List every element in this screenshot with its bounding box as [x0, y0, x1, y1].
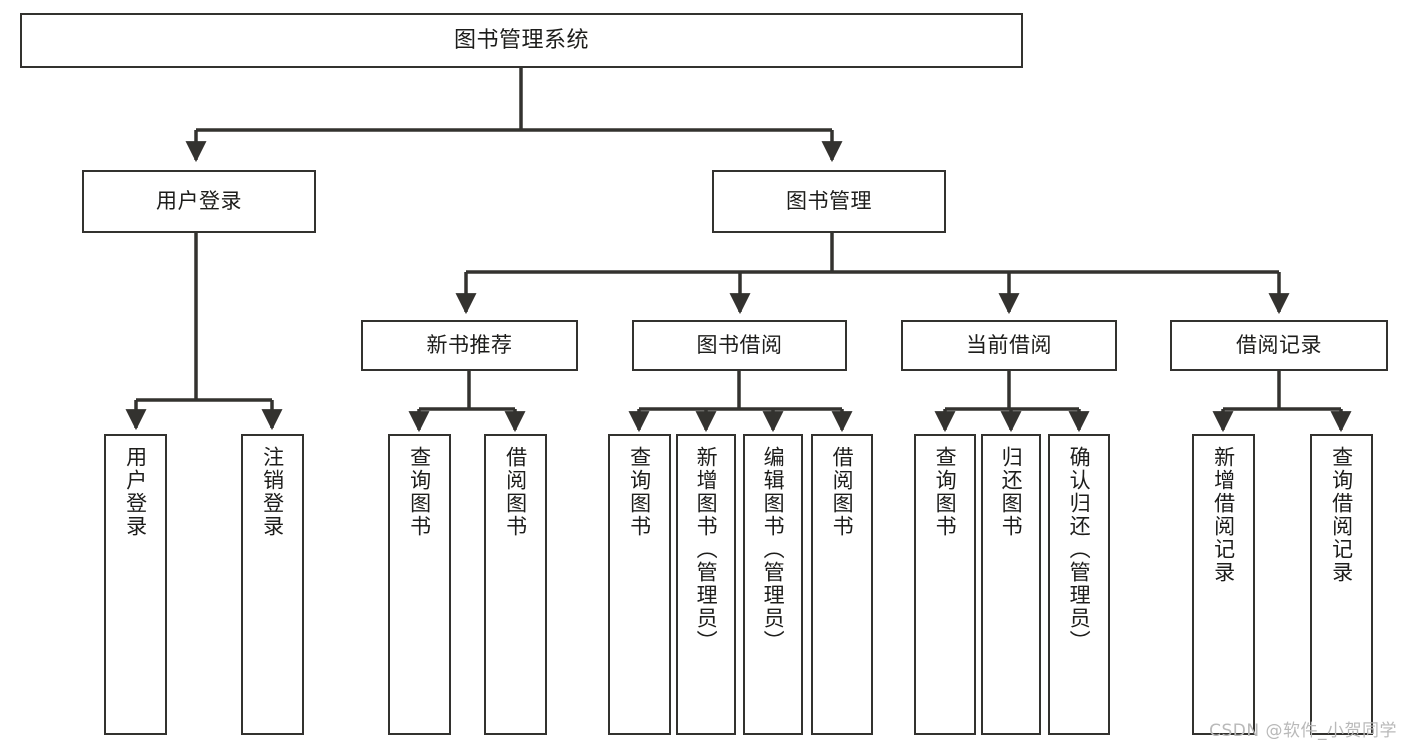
node-label: 用户登录: [123, 446, 148, 538]
node-label: 查询图书: [407, 446, 432, 538]
node-root-book-management-system[interactable]: 图书管理系统: [20, 13, 1023, 68]
node-label: 图书管理: [786, 189, 872, 214]
leaf-borrow-book-borrow[interactable]: 借阅图书: [811, 434, 873, 735]
node-label: 查询图书: [627, 446, 652, 538]
node-current-borrow[interactable]: 当前借阅: [901, 320, 1117, 371]
leaf-confirm-return-admin[interactable]: 确认归还（管理员）: [1048, 434, 1110, 735]
node-borrow-record[interactable]: 借阅记录: [1170, 320, 1388, 371]
leaf-query-book-borrow[interactable]: 查询图书: [608, 434, 671, 735]
leaf-query-book-new-recommend[interactable]: 查询图书: [388, 434, 451, 735]
leaf-edit-book-admin[interactable]: 编辑图书（管理员）: [743, 434, 803, 735]
node-label: 查询图书: [933, 446, 958, 538]
node-book-borrow[interactable]: 图书借阅: [632, 320, 847, 371]
leaf-add-borrow-record[interactable]: 新增借阅记录: [1192, 434, 1255, 735]
node-user-login[interactable]: 用户登录: [82, 170, 316, 233]
node-label: 借阅图书: [503, 446, 528, 538]
node-label: 借阅记录: [1236, 333, 1322, 358]
node-label: 借阅图书: [830, 446, 855, 538]
node-label: 用户登录: [156, 189, 242, 214]
node-label: 新增借阅记录: [1211, 446, 1236, 584]
node-label: 查询借阅记录: [1329, 446, 1354, 584]
node-label: 当前借阅: [966, 333, 1052, 358]
node-label: 编辑图书（管理员）: [761, 446, 786, 653]
leaf-return-book[interactable]: 归还图书: [981, 434, 1041, 735]
node-label: 注销登录: [260, 446, 285, 538]
node-label: 新增图书（管理员）: [694, 446, 719, 653]
leaf-query-book-current[interactable]: 查询图书: [914, 434, 976, 735]
leaf-borrow-book-new-recommend[interactable]: 借阅图书: [484, 434, 547, 735]
node-label: 确认归还（管理员）: [1067, 446, 1092, 653]
node-book-management[interactable]: 图书管理: [712, 170, 946, 233]
node-label: 归还图书: [999, 446, 1024, 538]
csdn-watermark: CSDN @软件_小贺同学: [1209, 721, 1397, 741]
leaf-query-borrow-record[interactable]: 查询借阅记录: [1310, 434, 1373, 735]
node-label: 图书管理系统: [453, 27, 589, 53]
node-label: 图书借阅: [696, 333, 783, 358]
node-label: 新书推荐: [426, 333, 513, 358]
node-new-book-recommend[interactable]: 新书推荐: [361, 320, 578, 371]
leaf-user-login[interactable]: 用户登录: [104, 434, 167, 735]
leaf-logout-login[interactable]: 注销登录: [241, 434, 304, 735]
leaf-add-book-admin[interactable]: 新增图书（管理员）: [676, 434, 736, 735]
